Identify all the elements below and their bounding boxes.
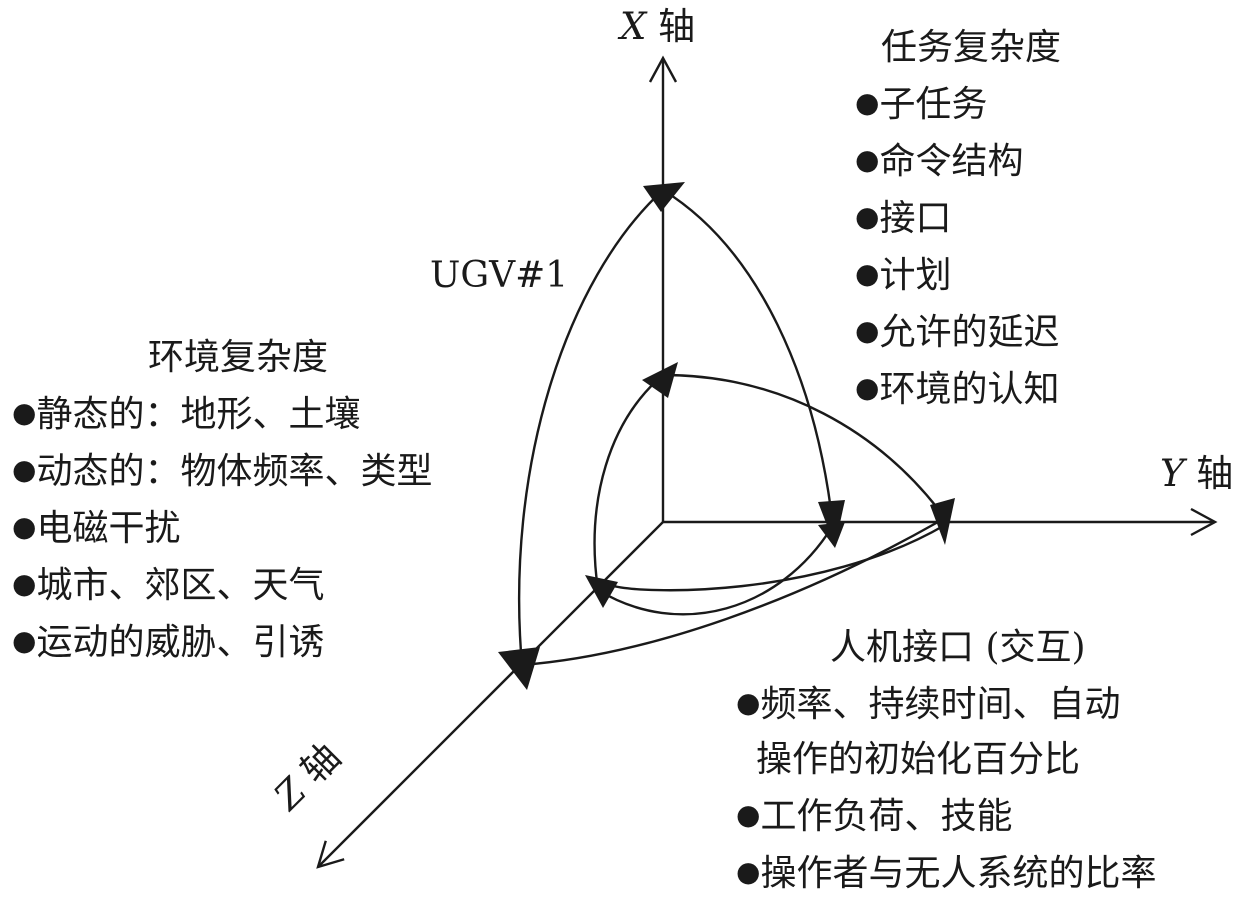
arrowhead-inner-y bbox=[930, 498, 955, 545]
y-axis-label: Y 轴 bbox=[1160, 455, 1233, 492]
bullet-icon: ● bbox=[12, 624, 37, 657]
task-item: ●环境的认知 bbox=[855, 369, 1060, 410]
environment-item: ●运动的威胁、引诱 bbox=[12, 622, 325, 663]
inner-curve-x-to-y bbox=[662, 373, 946, 519]
task-item: ●子任务 bbox=[855, 84, 988, 125]
bullet-icon: ● bbox=[855, 314, 880, 347]
task-complexity-title: 任务复杂度 bbox=[881, 27, 1062, 68]
ugv-curve-label: UGV#1 bbox=[430, 255, 569, 296]
task-complexity-block: 任务复杂度 ●子任务 ●命令结构 ●接口 ●计划 ●允许的延迟 ●环境的认知 bbox=[855, 20, 1061, 417]
arrowhead-outer-y bbox=[818, 500, 845, 546]
task-item: ●允许的延迟 bbox=[855, 312, 1060, 353]
x-axis-suffix: 轴 bbox=[658, 5, 696, 48]
bullet-icon: ● bbox=[12, 396, 37, 429]
bullet-icon: ● bbox=[12, 453, 37, 486]
arrowhead-outer-x bbox=[643, 182, 685, 212]
hmi-item: ●频率、持续时间、自动 bbox=[736, 684, 1121, 725]
inner-curve-y-to-z bbox=[597, 526, 834, 616]
environment-item: ●城市、郊区、天气 bbox=[12, 565, 325, 606]
bullet-icon: ● bbox=[736, 686, 761, 719]
task-item: ●计划 bbox=[855, 255, 952, 296]
bullet-icon: ● bbox=[12, 567, 37, 600]
bullet-icon: ● bbox=[855, 86, 880, 119]
arrowhead-inner-z bbox=[585, 575, 618, 608]
y-axis-name: Y bbox=[1160, 452, 1185, 495]
outer-curve-z-to-x bbox=[517, 189, 664, 666]
y-axis-suffix: 轴 bbox=[1196, 452, 1234, 495]
bullet-icon: ● bbox=[12, 510, 37, 543]
bullet-icon: ● bbox=[736, 855, 761, 888]
x-axis-name: X bbox=[620, 5, 647, 48]
environment-item: ●电磁干扰 bbox=[12, 508, 181, 549]
arrowhead-outer-z bbox=[498, 647, 540, 690]
bullet-icon: ● bbox=[736, 798, 761, 831]
outer-curve-x-to-y bbox=[662, 188, 834, 519]
arrowhead-inner-x bbox=[642, 362, 678, 398]
bullet-icon: ● bbox=[855, 371, 880, 404]
environment-complexity-block: 环境复杂度 ●静态的：地形、土壤 ●动态的：物体频率、类型 ●电磁干扰 ●城市、… bbox=[12, 330, 432, 670]
inner-curve-z-to-x bbox=[593, 374, 664, 591]
connector-z-curve bbox=[609, 523, 946, 592]
hmi-item: ●操作者与无人系统的比率 bbox=[736, 853, 1157, 894]
bullet-icon: ● bbox=[855, 200, 880, 233]
bullet-icon: ● bbox=[855, 257, 880, 290]
environment-item: ●动态的：物体频率、类型 bbox=[12, 451, 433, 492]
environment-complexity-title: 环境复杂度 bbox=[148, 337, 329, 378]
bullet-icon: ● bbox=[855, 143, 880, 176]
hmi-item: ●工作负荷、技能 bbox=[736, 796, 1013, 837]
x-axis-label: X 轴 bbox=[620, 8, 695, 45]
hmi-item-continuation: 操作的初始化百分比 bbox=[756, 739, 1081, 780]
task-item: ●接口 bbox=[855, 198, 952, 239]
human-machine-interface-block: 人机接口 (交互) ●频率、持续时间、自动 操作的初始化百分比 ●工作负荷、技能… bbox=[736, 620, 1156, 901]
arrowhead-inner-y2 bbox=[818, 522, 845, 548]
task-item: ●命令结构 bbox=[855, 141, 1024, 182]
human-machine-interface-title: 人机接口 (交互) bbox=[830, 627, 1086, 668]
environment-item: ●静态的：地形、土壤 bbox=[12, 394, 361, 435]
outer-curve-y-to-z bbox=[521, 520, 939, 667]
